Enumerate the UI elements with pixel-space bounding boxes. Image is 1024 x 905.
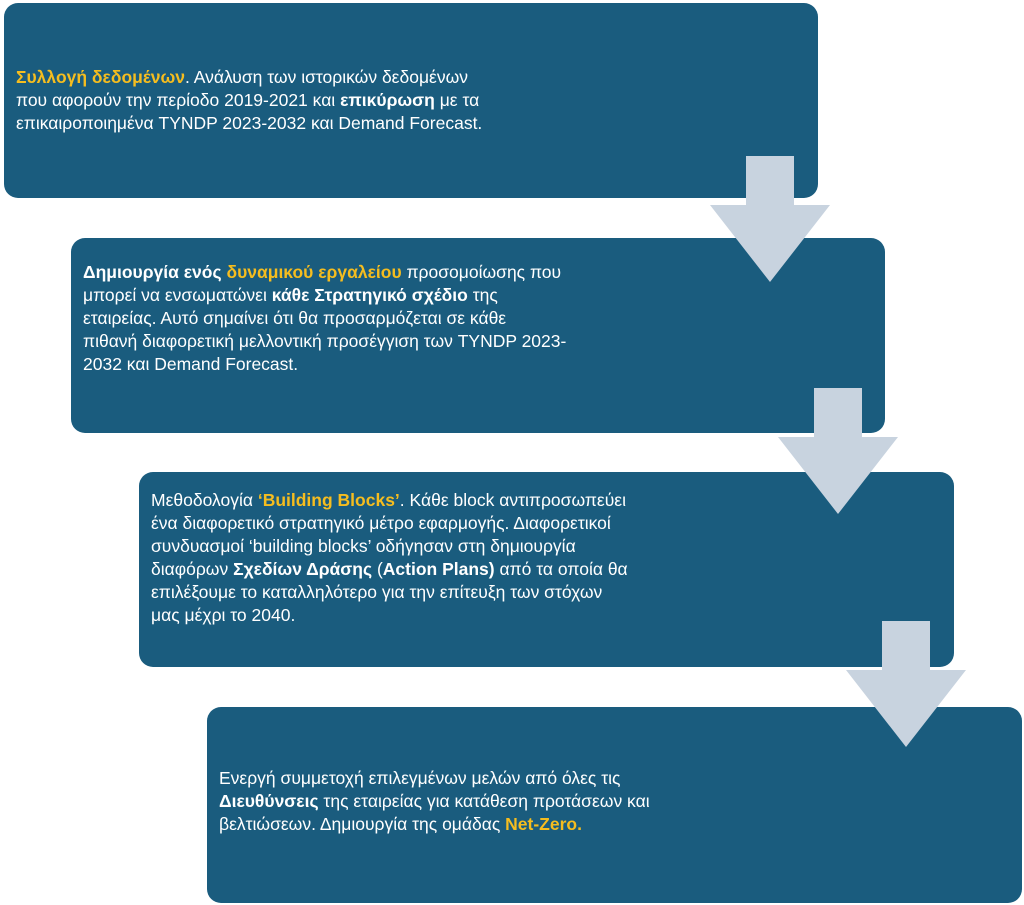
down-arrow-icon (846, 621, 966, 747)
text-run: Action Plans) (382, 559, 495, 579)
text-run: μας μέχρι το 2040. (151, 605, 296, 625)
step-1-box: Συλλογή δεδομένων. Ανάλυση των ιστορικών… (4, 3, 818, 198)
text-run: που αφορούν την περίοδο 2019-2021 και (16, 90, 341, 110)
text-run: συνδυασμοί ‘building blocks’ οδήγησαν στ… (151, 536, 576, 556)
down-arrow-shape (846, 621, 966, 747)
step-2-box: Δημιουργία ενός δυναμικού εργαλείου προσ… (71, 238, 885, 433)
text-run: επικαιροποιημένα TYNDP 2023-2032 και Dem… (16, 113, 483, 133)
down-arrow-icon (710, 156, 830, 282)
step-text: Ενεργή συμμετοχή επιλεγμένων μελών από ό… (219, 767, 1012, 836)
text-run: προσομοίωσης που (401, 262, 562, 282)
text-run: ‘Building Blocks’ (257, 490, 400, 510)
text-run: επιλέξουμε το καταλληλότερο για την επίτ… (151, 582, 603, 602)
text-run: από τα οποία θα (494, 559, 628, 579)
text-run: ( (372, 559, 383, 579)
text-run: Net-Zero. (505, 814, 582, 834)
step-text: Συλλογή δεδομένων. Ανάλυση των ιστορικών… (16, 66, 808, 135)
text-run: Διευθύνσεις (219, 791, 319, 811)
text-run: Μεθοδολογία (151, 490, 258, 510)
text-run: εταιρείας. Αυτό σημαίνει ότι θα προσαρμό… (83, 308, 507, 328)
text-run: πιθανή διαφορετική μελλοντική προσέγγιση… (83, 331, 567, 351)
text-run: βελτιώσεων. Δημιουργία της ομάδας (219, 814, 506, 834)
down-arrow-shape (710, 156, 830, 282)
text-run: . Ανάλυση των ιστορικών δεδομένων (184, 67, 469, 87)
text-run: της εταιρείας για κατάθεση προτάσεων και (318, 791, 650, 811)
text-run: μπορεί να ενσωματώνει (83, 285, 272, 305)
text-run: της (467, 285, 498, 305)
text-run: ένα διαφορετικό στρατηγικό μέτρο εφαρμογ… (151, 513, 611, 533)
text-run: κάθε Στρατηγικό σχέδιο (271, 285, 468, 305)
text-run: Σχεδίων Δράσης (233, 559, 373, 579)
text-run: διαφόρων (151, 559, 234, 579)
text-run: 2032 και Demand Forecast. (83, 354, 299, 374)
text-run: με τα (434, 90, 480, 110)
text-run: Ενεργή συμμετοχή επιλεγμένων μελών από ό… (219, 768, 621, 788)
text-run: . Κάθε block αντιπροσωπεύει (399, 490, 626, 510)
text-run: Συλλογή δεδομένων (16, 67, 185, 87)
step-3-box: Μεθοδολογία ‘Building Blocks’. Κάθε bloc… (139, 472, 954, 667)
step-text: Μεθοδολογία ‘Building Blocks’. Κάθε bloc… (151, 489, 944, 627)
text-run: δυναμικού εργαλείου (226, 262, 402, 282)
step-4-box: Ενεργή συμμετοχή επιλεγμένων μελών από ό… (207, 707, 1022, 903)
text-run: επικύρωση (340, 90, 435, 110)
step-text: Δημιουργία ενός δυναμικού εργαλείου προσ… (83, 261, 875, 376)
down-arrow-shape (778, 388, 898, 514)
down-arrow-icon (778, 388, 898, 514)
text-run: Δημιουργία ενός (83, 262, 227, 282)
